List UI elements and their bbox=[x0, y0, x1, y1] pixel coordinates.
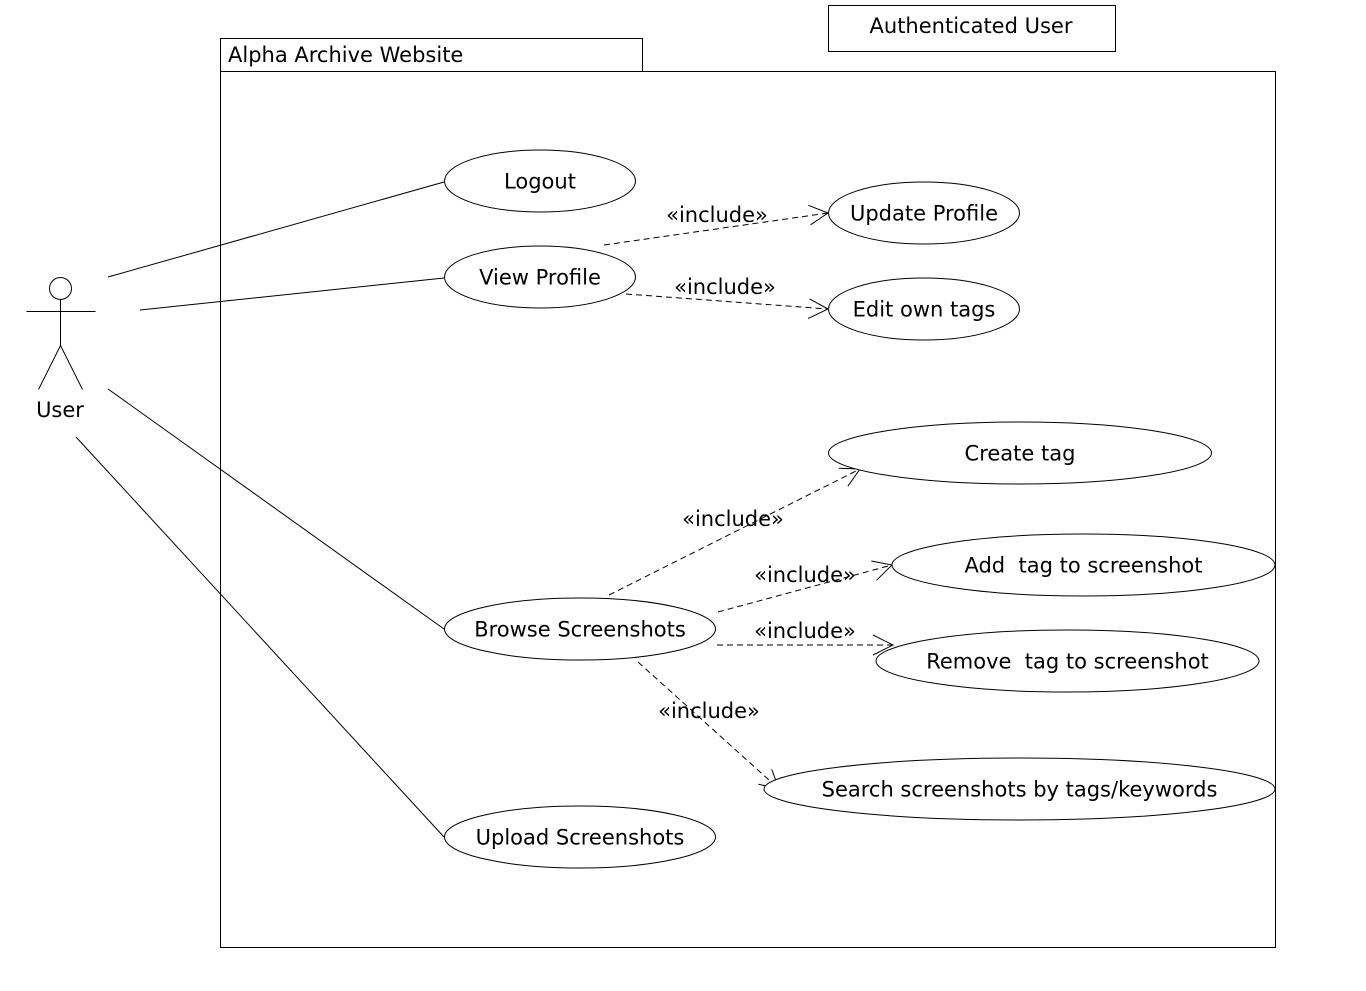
use-case-add-tag-ellipse bbox=[891, 533, 1276, 597]
use-cases: Logout View Profile Update Profile Edit … bbox=[444, 149, 1276, 869]
use-case-create-tag-label: Create tag bbox=[965, 442, 1076, 466]
use-case-update-profile-ellipse bbox=[828, 181, 1020, 245]
use-case-upload-screenshots-label: Upload Screenshots bbox=[476, 826, 685, 850]
use-case-upload-screenshots-ellipse bbox=[444, 805, 716, 869]
include-line-update-profile bbox=[603, 212, 829, 246]
include-label-search-screenshots: «include» bbox=[658, 699, 760, 723]
use-case-upload-screenshots: Upload Screenshots bbox=[444, 805, 716, 869]
system-name: Alpha Archive Website bbox=[228, 43, 463, 67]
actor-user: User bbox=[26, 277, 96, 422]
use-case-view-profile-ellipse bbox=[444, 245, 636, 309]
include-label-add-tag: «include» bbox=[754, 563, 856, 587]
stick-figure-icon bbox=[26, 277, 96, 390]
use-case-remove-tag: Remove tag to screenshot bbox=[875, 629, 1260, 693]
use-case-logout-ellipse bbox=[444, 149, 636, 213]
associations bbox=[75, 181, 445, 838]
include-remove-tag: «include» bbox=[717, 619, 895, 656]
system-name-tab bbox=[220, 38, 643, 73]
include-line-edit-own-tags bbox=[625, 293, 829, 310]
use-case-remove-tag-label: Remove tag to screenshot bbox=[926, 650, 1209, 674]
use-case-edit-own-tags-ellipse bbox=[828, 277, 1020, 341]
include-line-search-screenshots bbox=[637, 661, 780, 790]
include-search-screenshots: «include» bbox=[637, 661, 780, 790]
authenticated-user-box: Authenticated User bbox=[828, 5, 1116, 52]
use-case-create-tag-ellipse bbox=[828, 421, 1212, 485]
actor-head bbox=[49, 277, 72, 300]
use-case-logout-label: Logout bbox=[504, 170, 576, 194]
use-case-search-screenshots-ellipse bbox=[763, 757, 1276, 821]
use-case-browse-screenshots-label: Browse Screenshots bbox=[474, 618, 686, 642]
use-case-view-profile: View Profile bbox=[444, 245, 636, 309]
authenticated-user-frame bbox=[828, 5, 1116, 52]
include-label-remove-tag: «include» bbox=[754, 619, 856, 643]
use-case-browse-screenshots: Browse Screenshots bbox=[444, 597, 716, 661]
use-case-view-profile-label: View Profile bbox=[479, 266, 601, 290]
use-case-update-profile-label: Update Profile bbox=[850, 202, 998, 226]
association-upload-screenshots bbox=[75, 436, 445, 838]
use-case-edit-own-tags-label: Edit own tags bbox=[853, 298, 996, 322]
authenticated-user-label: Authenticated User bbox=[870, 14, 1073, 38]
use-case-add-tag: Add tag to screenshot bbox=[891, 533, 1276, 597]
actor-name: User bbox=[36, 398, 84, 422]
include-label-update-profile: «include» bbox=[666, 203, 768, 227]
actor-right-leg bbox=[60, 345, 83, 390]
use-case-search-screenshots: Search screenshots by tags/keywords bbox=[763, 757, 1276, 821]
use-case-logout: Logout bbox=[444, 149, 636, 213]
association-logout bbox=[107, 181, 445, 278]
association-browse-screenshots bbox=[107, 388, 445, 630]
include-create-tag: «include» bbox=[608, 467, 861, 596]
include-label-create-tag: «include» bbox=[682, 507, 784, 531]
association-view-profile bbox=[139, 277, 445, 311]
use-case-edit-own-tags: Edit own tags bbox=[828, 277, 1020, 341]
include-edit-own-tags: «include» bbox=[625, 275, 830, 320]
use-case-update-profile: Update Profile bbox=[828, 181, 1020, 245]
use-case-search-screenshots-label: Search screenshots by tags/keywords bbox=[822, 778, 1218, 802]
use-case-add-tag-label: Add tag to screenshot bbox=[964, 554, 1202, 578]
include-arrow-remove-tag bbox=[872, 634, 895, 656]
use-case-remove-tag-ellipse bbox=[875, 629, 1260, 693]
use-case-browse-screenshots-ellipse bbox=[444, 597, 716, 661]
use-case-create-tag: Create tag bbox=[828, 421, 1212, 485]
include-label-edit-own-tags: «include» bbox=[674, 275, 776, 299]
include-line-add-tag bbox=[717, 564, 893, 613]
include-add-tag: «include» bbox=[717, 560, 894, 613]
actor-left-leg bbox=[38, 345, 61, 390]
include-line-create-tag bbox=[608, 468, 861, 596]
